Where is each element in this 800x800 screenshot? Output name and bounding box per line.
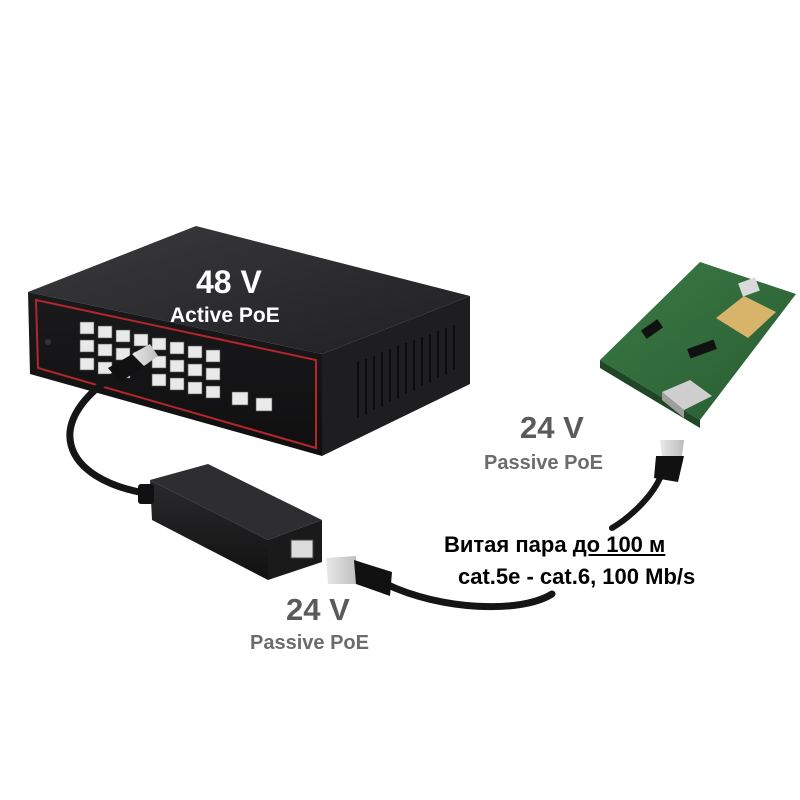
switch-poe-type-label: Active PoE xyxy=(170,304,280,327)
cable-splitter-output xyxy=(382,580,556,611)
pcb-chip-2 xyxy=(640,319,664,339)
cable-to-pcb xyxy=(609,475,663,531)
splitter-port xyxy=(290,539,314,559)
switch-vents xyxy=(357,325,455,418)
pcb-connector xyxy=(738,277,760,297)
rj45-plug-splitter xyxy=(326,556,392,596)
rj45-plug-switch xyxy=(108,344,158,382)
cable-switch-to-splitter xyxy=(66,368,154,498)
switch-top xyxy=(28,226,470,354)
pcb-board xyxy=(600,262,796,428)
pcb-chip xyxy=(687,339,717,359)
cable-max-length: до 100 м xyxy=(572,532,666,557)
splitter-voltage-label: 24 V xyxy=(286,592,350,627)
splitter-front xyxy=(150,480,268,580)
board-poe-type-label: Passive PoE xyxy=(484,452,603,474)
pcb-edge xyxy=(600,360,700,428)
poe-switch xyxy=(28,226,470,456)
pcb-sim-slot xyxy=(716,296,776,338)
poe-splitter xyxy=(138,464,322,580)
switch-power-led xyxy=(45,339,51,345)
switch-voltage-label: 48 V xyxy=(196,264,262,300)
pcb-rj45-jack xyxy=(662,380,712,418)
switch-accent-frame xyxy=(34,298,317,450)
splitter-top xyxy=(150,464,322,540)
cable-category-label: cat.5e - cat.6, 100 Mb/s xyxy=(458,564,696,589)
board-voltage-label: 24 V xyxy=(520,410,584,445)
splitter-cable-boot xyxy=(138,484,154,504)
cable-type-text: Витая пара xyxy=(444,532,573,557)
cable-length-label: Витая пара до 100 м xyxy=(444,532,665,558)
splitter-poe-type-label: Passive PoE xyxy=(250,632,369,654)
rj45-plug-pcb xyxy=(654,440,684,482)
